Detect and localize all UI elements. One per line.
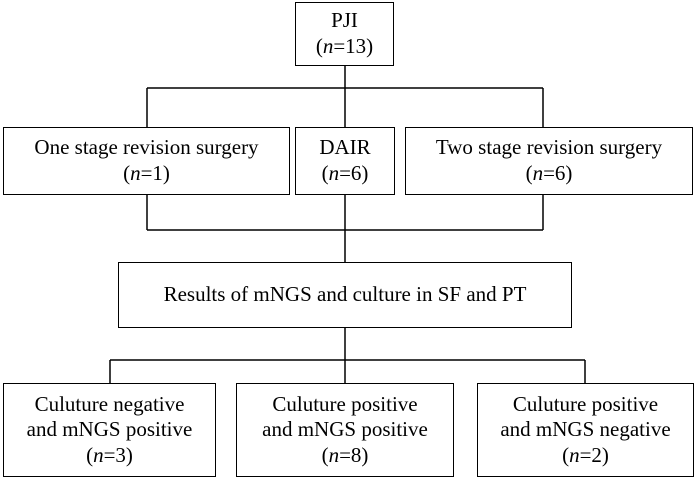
surgery-label: Two stage revision surgery (435, 135, 663, 160)
outcome-count: (n=8) (321, 442, 369, 467)
outcome-count: (n=3) (86, 442, 133, 467)
pji-box: PJI (n=13) (295, 2, 394, 66)
culture-positive-mngs-positive-box: Culuture positive and mNGS positive (n=8… (236, 383, 454, 477)
surgery-count: (n=6) (321, 161, 369, 185)
pji-count: (n=13) (315, 34, 374, 58)
two-stage-revision-box: Two stage revision surgery (n=6) (405, 127, 693, 195)
outcome-count: (n=2) (562, 442, 609, 467)
outcome-line1: Culuture negative (34, 391, 185, 416)
outcome-line1: Culuture positive (512, 391, 659, 416)
dair-box: DAIR (n=6) (295, 127, 395, 195)
outcome-line2: and mNGS positive (26, 417, 193, 442)
results-box: Results of mNGS and culture in SF and PT (118, 262, 572, 328)
surgery-count: (n=6) (525, 161, 573, 185)
outcome-line2: and mNGS positive (262, 417, 428, 442)
surgery-label: One stage revision surgery (34, 135, 259, 160)
outcome-line2: and mNGS negative (500, 417, 671, 442)
surgery-count: (n=1) (123, 161, 170, 185)
surgery-label: DAIR (319, 135, 371, 160)
one-stage-revision-box: One stage revision surgery (n=1) (3, 127, 290, 195)
results-label: Results of mNGS and culture in SF and PT (163, 282, 527, 307)
culture-negative-mngs-positive-box: Culuture negative and mNGS positive (n=3… (3, 383, 216, 477)
pji-title: PJI (331, 8, 358, 33)
culture-positive-mngs-negative-box: Culuture positive and mNGS negative (n=2… (477, 383, 694, 477)
outcome-line1: Culuture positive (272, 391, 418, 416)
